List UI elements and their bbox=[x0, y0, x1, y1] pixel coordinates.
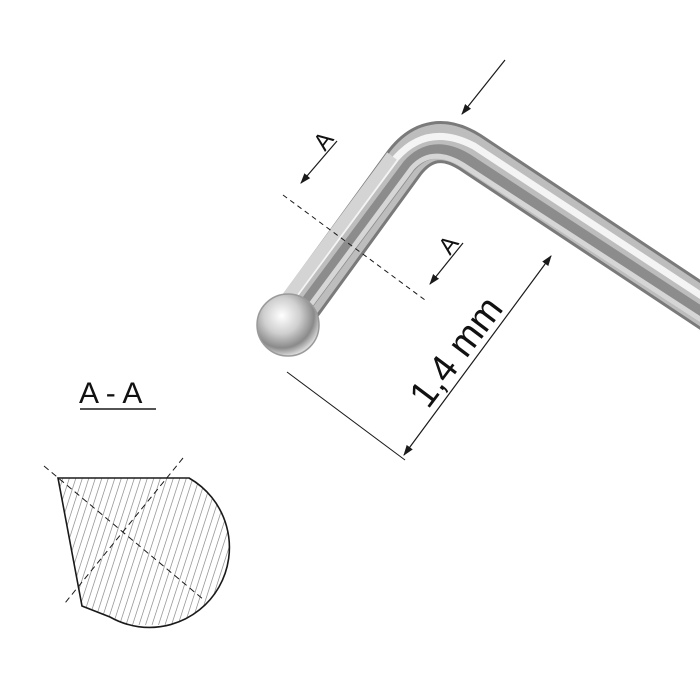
extension-line bbox=[286, 371, 406, 461]
hatch-line bbox=[58, 478, 79, 626]
hatch-line bbox=[0, 470, 40, 625]
hatch-line bbox=[0, 470, 46, 625]
hatch-line bbox=[0, 470, 27, 625]
hatch-line bbox=[58, 478, 99, 626]
section-title: A - A bbox=[79, 377, 142, 410]
hatch-line bbox=[138, 478, 190, 626]
section-arrow-upper bbox=[300, 140, 338, 184]
hatch-line bbox=[86, 478, 138, 626]
section-marker-lower: A bbox=[433, 231, 464, 260]
instrument-shaft bbox=[273, 121, 700, 333]
hatch-line bbox=[132, 478, 183, 626]
hatch-line bbox=[0, 470, 20, 625]
hatch-line bbox=[58, 478, 86, 626]
hatch-line bbox=[58, 478, 105, 626]
hatch-line bbox=[58, 478, 60, 626]
hatch-line bbox=[58, 478, 73, 626]
hatch-line bbox=[112, 478, 164, 626]
hatch-line bbox=[177, 478, 229, 626]
hatch-line bbox=[119, 478, 170, 626]
hatch-line bbox=[184, 478, 230, 626]
hatch-line bbox=[99, 478, 151, 626]
hatch-line bbox=[73, 478, 125, 626]
hatch-line bbox=[197, 478, 230, 626]
hatch-line bbox=[151, 478, 203, 626]
hatch-line bbox=[145, 478, 196, 626]
view-arrow bbox=[461, 59, 506, 115]
hatch-line bbox=[80, 478, 131, 626]
hatch-line bbox=[60, 478, 112, 626]
ball-tip bbox=[256, 293, 320, 357]
hatch-line bbox=[164, 478, 216, 626]
section-marker-upper: A bbox=[308, 127, 339, 156]
hatch-line bbox=[190, 478, 230, 626]
hatch-line bbox=[3, 470, 53, 625]
cross-section-shape bbox=[0, 457, 231, 629]
hatch-line bbox=[0, 470, 33, 625]
hatch-line bbox=[171, 478, 222, 626]
hatch-line bbox=[125, 478, 177, 626]
hatch-line bbox=[58, 478, 66, 626]
hatch-line bbox=[106, 478, 157, 626]
hatch-line bbox=[93, 478, 144, 626]
dimension-line bbox=[403, 255, 552, 456]
hatch-line bbox=[158, 478, 209, 626]
section-cut-line bbox=[282, 194, 426, 301]
dimension-label: 1,4 mm bbox=[402, 289, 512, 415]
